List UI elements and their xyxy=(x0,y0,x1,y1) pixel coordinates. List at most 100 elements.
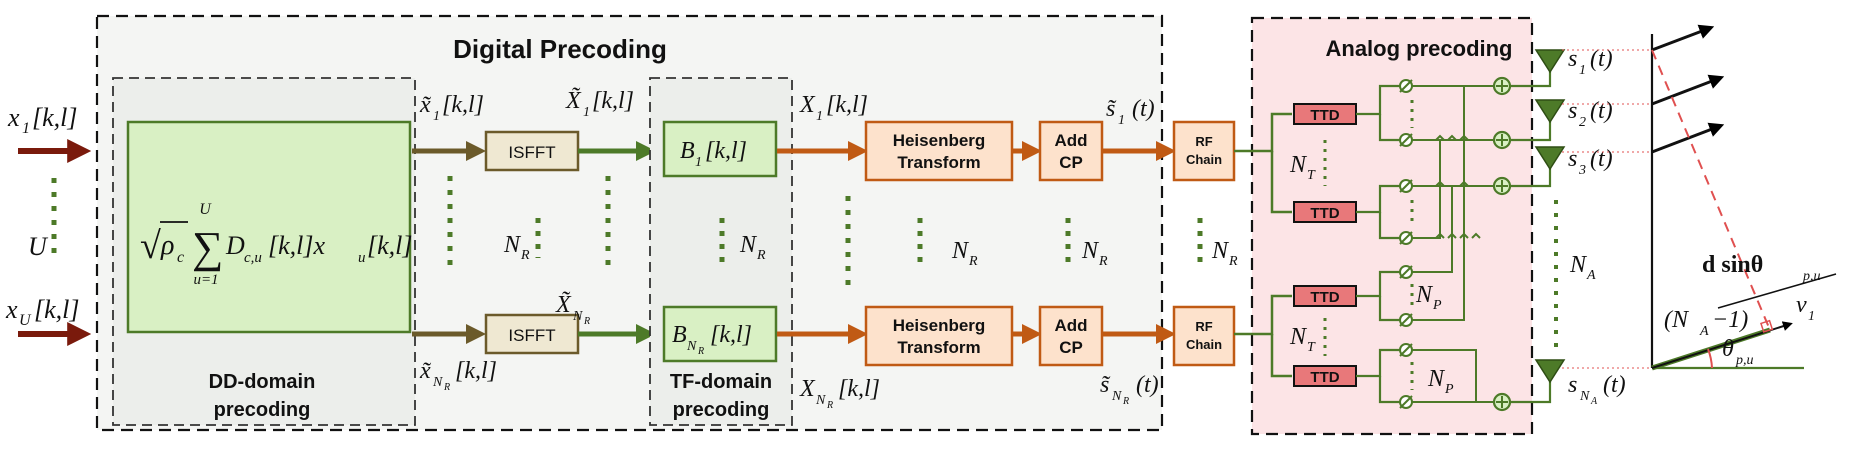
v1-label: v 1 xyxy=(1796,292,1815,324)
bn-label: B N R [k,l] xyxy=(672,322,752,357)
svg-text:N: N xyxy=(1569,252,1588,278)
svg-text:X: X xyxy=(799,92,816,118)
svg-text:R: R xyxy=(826,400,833,411)
geometry-figure xyxy=(1650,24,1837,371)
rf-chain-N xyxy=(1172,305,1236,367)
svg-text:1: 1 xyxy=(22,120,30,137)
label-sNt: s̃ N R (t) xyxy=(1100,372,1159,407)
b1-block xyxy=(662,120,778,178)
phase-shifter-slashes xyxy=(1399,79,1413,409)
svg-text:N: N xyxy=(1415,282,1434,308)
ttd-label-1: TTD xyxy=(1310,107,1339,124)
rf-chain-1 xyxy=(1172,120,1236,182)
antenna-label-2: s 2 (t) xyxy=(1568,98,1613,130)
svg-text:x̃: x̃ xyxy=(419,358,432,384)
svg-text:X̃: X̃ xyxy=(565,87,582,114)
rf-label-Nb: Chain xyxy=(1186,337,1222,352)
rf-ttd-wires xyxy=(1234,112,1292,378)
svg-text:(t): (t) xyxy=(1590,46,1613,72)
label-XN: X N R [k,l] xyxy=(799,376,880,411)
svg-text:1: 1 xyxy=(1118,113,1125,128)
formula-D-sub: c,u xyxy=(244,250,262,266)
dd-formula: √ ρ c ∑ U u=1 D c,u [k,l]x u [k,l] xyxy=(140,201,413,288)
antenna-1 xyxy=(1534,49,1566,74)
svg-text:v: v xyxy=(1796,292,1807,318)
svg-text:N: N xyxy=(686,339,697,354)
rho-symbol: ρ xyxy=(160,230,174,261)
label-nr-isfft: N R xyxy=(503,232,530,263)
svg-text:p,u: p,u xyxy=(1735,353,1754,368)
svg-text:(t): (t) xyxy=(1136,372,1159,398)
ttd-label-3: TTD xyxy=(1310,289,1339,306)
svg-text:B: B xyxy=(672,322,687,348)
svg-text:N: N xyxy=(1211,238,1230,264)
heisenberg-block-N xyxy=(864,305,1014,367)
svg-text:[k,l]: [k,l] xyxy=(32,103,78,132)
rf-label-Na: RF xyxy=(1195,319,1212,334)
sum-top: U xyxy=(199,201,212,218)
heisenberg-block-1 xyxy=(864,120,1014,182)
svg-text:s: s xyxy=(1568,46,1577,72)
svg-text:[k,l]: [k,l] xyxy=(455,358,497,384)
svg-text:x̃: x̃ xyxy=(419,92,432,118)
antenna-2 xyxy=(1534,99,1566,124)
ttd-label-2: TTD xyxy=(1310,205,1339,222)
b1-label: B 1 [k,l] xyxy=(680,138,747,170)
label-XtN: X̃ N R xyxy=(555,291,590,327)
dd-caption-1: DD-domain xyxy=(209,371,316,393)
wavefront xyxy=(1651,49,1771,331)
antennas xyxy=(1534,49,1566,384)
label-nr-rf: N R xyxy=(1211,238,1238,269)
svg-text:B: B xyxy=(680,138,695,164)
ttd-label-4: TTD xyxy=(1310,369,1339,386)
antenna-3 xyxy=(1534,146,1566,171)
rf-label-1a: RF xyxy=(1195,134,1212,149)
svg-text:X̃: X̃ xyxy=(555,291,572,318)
rf-label-1b: Chain xyxy=(1186,152,1222,167)
svg-text:1: 1 xyxy=(1579,63,1586,78)
svg-text:x: x xyxy=(7,103,20,132)
heisenberg-label-1a: Heisenberg xyxy=(893,131,986,150)
label-X1: X 1 [k,l] xyxy=(799,92,868,124)
svg-text:N: N xyxy=(815,393,826,408)
label-xt1: x̃ 1 [k,l] xyxy=(419,92,484,124)
wave-arrow-1 xyxy=(1651,24,1715,52)
input-count-U: U xyxy=(28,232,49,261)
svg-text:R: R xyxy=(583,316,590,327)
rho-sub: c xyxy=(177,249,184,266)
svg-text:(t): (t) xyxy=(1132,96,1155,122)
formula-D: D xyxy=(225,231,245,260)
svg-text:R: R xyxy=(443,382,450,393)
svg-text:p,u: p,u xyxy=(1802,269,1821,284)
svg-text:T: T xyxy=(1307,340,1316,355)
formula-mid: [k,l]x xyxy=(268,231,326,260)
svg-text:[k,l]: [k,l] xyxy=(442,92,484,118)
ttd-ps-wires xyxy=(1356,84,1400,404)
input-x1: x 1 [k,l] xyxy=(7,103,78,137)
svg-text:1: 1 xyxy=(1808,309,1815,324)
d-sin-line xyxy=(1717,273,1837,309)
tf-caption-1: TF-domain xyxy=(670,371,772,393)
svg-text:[k,l]: [k,l] xyxy=(592,88,634,114)
svg-text:1: 1 xyxy=(695,155,702,170)
svg-text:P: P xyxy=(1444,382,1454,397)
sqrt-symbol: √ xyxy=(140,225,161,267)
svg-text:T: T xyxy=(1307,168,1316,183)
svg-text:3: 3 xyxy=(1578,163,1586,178)
isfft-label-1: ISFFT xyxy=(508,143,555,162)
right-angle-mark xyxy=(1760,319,1774,333)
label-s1t: s̃ 1 (t) xyxy=(1106,96,1155,128)
svg-text:N: N xyxy=(1579,389,1590,404)
combiner-plus xyxy=(1496,80,1508,408)
wave-arrow-2 xyxy=(1651,74,1725,106)
heisenberg-label-Nb: Transform xyxy=(897,338,980,357)
svg-text:(t): (t) xyxy=(1590,146,1613,172)
antenna-label-1: s 1 (t) xyxy=(1568,46,1613,78)
svg-text:N: N xyxy=(1289,324,1308,350)
digital-precoding-title: Digital Precoding xyxy=(453,34,667,64)
svg-text:s: s xyxy=(1568,98,1577,124)
svg-text:x: x xyxy=(5,295,18,324)
svg-text:(N: (N xyxy=(1664,307,1690,333)
svg-text:1: 1 xyxy=(433,109,440,124)
